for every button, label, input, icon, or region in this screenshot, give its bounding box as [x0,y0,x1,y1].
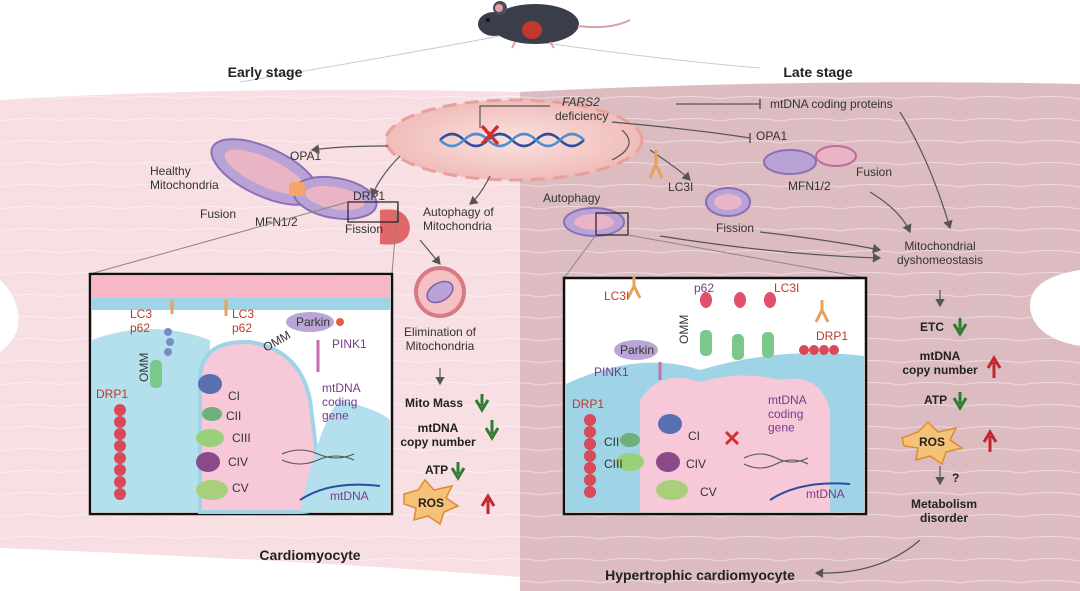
late-inset-lc3i-a: LC3I [604,289,629,303]
late-inset-cii: CII [604,435,619,449]
late-lc3i-label: LC3I [668,180,693,194]
early-inset-omm-a: OMM [137,353,151,382]
early-fusion-label: Fusion [200,207,236,221]
late-atp: ATP [924,393,947,407]
early-atp: ATP [425,463,448,477]
nucleus: FARS2 deficiency [384,95,644,182]
early-atp-down-icon [450,462,466,481]
late-ros: ROS [919,435,945,449]
late-fission-label: Fission [716,221,754,235]
early-mito-mass: Mito Mass [405,396,463,410]
fission-mito [380,209,410,245]
late-inset-drp1-a: DRP1 [572,397,604,411]
early-inset-p62-b: p62 [232,321,252,335]
early-inset-ci: CI [228,389,240,403]
healthy-mitochondria [210,138,378,221]
late-stage-title: Late stage [783,64,852,80]
late-autophagy-label: Autophagy [543,191,600,205]
early-ros-up-icon [480,493,496,514]
early-mtdna-down-icon [484,420,500,441]
early-inset-lc3-b: LC3 [232,307,254,321]
early-inset: LC3 p62 OMM LC3 p62 OMM Parkin PINK1 DRP… [88,272,394,516]
late-inset-civ: CIV [686,457,706,471]
late-mfn-label: MFN1/2 [788,179,831,193]
early-inset-mtdna: mtDNA [330,489,369,503]
early-inset-civ: CIV [228,455,248,469]
late-etc: ETC [920,320,944,334]
late-ros-star [901,420,964,466]
early-inset-cv: CV [232,481,249,495]
late-etc-down-icon [952,318,968,337]
early-inset-ciii: CIII [232,431,251,445]
early-inset-lc3-a: LC3 [130,307,152,321]
early-inset-pink1: PINK1 [332,337,367,351]
late-p62-receptors [700,292,776,360]
late-drp1-beads-b [799,345,839,355]
early-opa1-label: OPA1 [290,149,321,163]
early-ros: ROS [418,496,444,510]
drp1-beads [114,404,126,500]
late-inset-cv: CV [700,485,717,499]
late-autophagy-mito [563,207,625,237]
late-coding-label: mtDNA coding proteins [770,97,893,111]
late-inset-mtdna: mtDNA [806,487,845,501]
early-bottom-label: Cardiomyocyte [259,547,360,563]
late-inset-ci: CI [688,429,700,443]
late-inset-parkin: Parkin [620,343,654,357]
early-stage-title: Early stage [228,64,303,80]
late-inset: LC3I p62 LC3I OMM Parkin PINK1 DRP1 DRP1… [562,276,868,516]
late-fission-mito [705,187,751,217]
late-question: ? [952,471,959,485]
early-inset-drp1: DRP1 [96,387,128,401]
gene-name: FARS2 [562,95,600,109]
mtdna-strands [281,449,381,501]
late-etc-complexes [616,414,688,500]
late-fusion-mito [763,145,857,175]
etc-complexes [196,374,228,500]
late-atp-down-icon [952,392,968,411]
late-inset-p62: p62 [694,281,714,295]
early-ros-star [403,478,460,526]
late-bottom-label: Hypertrophic cardiomyocyte [605,567,795,583]
late-drp1-beads-a [584,414,596,498]
late-opa1-label: OPA1 [756,129,787,143]
late-inset-pink1: PINK1 [594,365,629,379]
early-inset-cii: CII [226,409,241,423]
gene-deletion-icon [480,124,500,146]
early-mito-mass-down-icon [474,394,490,413]
lysosome-icon [414,266,466,318]
late-blocked-icon [724,430,740,446]
early-inset-p62-a: p62 [130,321,150,335]
late-inset-lc3i-b: LC3I [774,281,799,295]
early-drp1-label: DRP1 [353,189,385,203]
early-fission-label: Fission [345,222,383,236]
late-mtdna-strands [743,453,851,501]
late-inset-drp1-b: DRP1 [816,329,848,343]
late-fusion-label: Fusion [856,165,892,179]
mouse-icon [239,1,761,83]
late-lc3i-icon [648,150,664,179]
late-inset-omm: OMM [677,315,691,344]
late-inset-ciii: CIII [604,457,623,471]
gene-deficiency: deficiency [555,109,608,123]
late-mtdna-up-icon [986,355,1002,378]
late-ros-up-icon [982,429,998,452]
early-inset-parkin: Parkin [296,315,330,329]
